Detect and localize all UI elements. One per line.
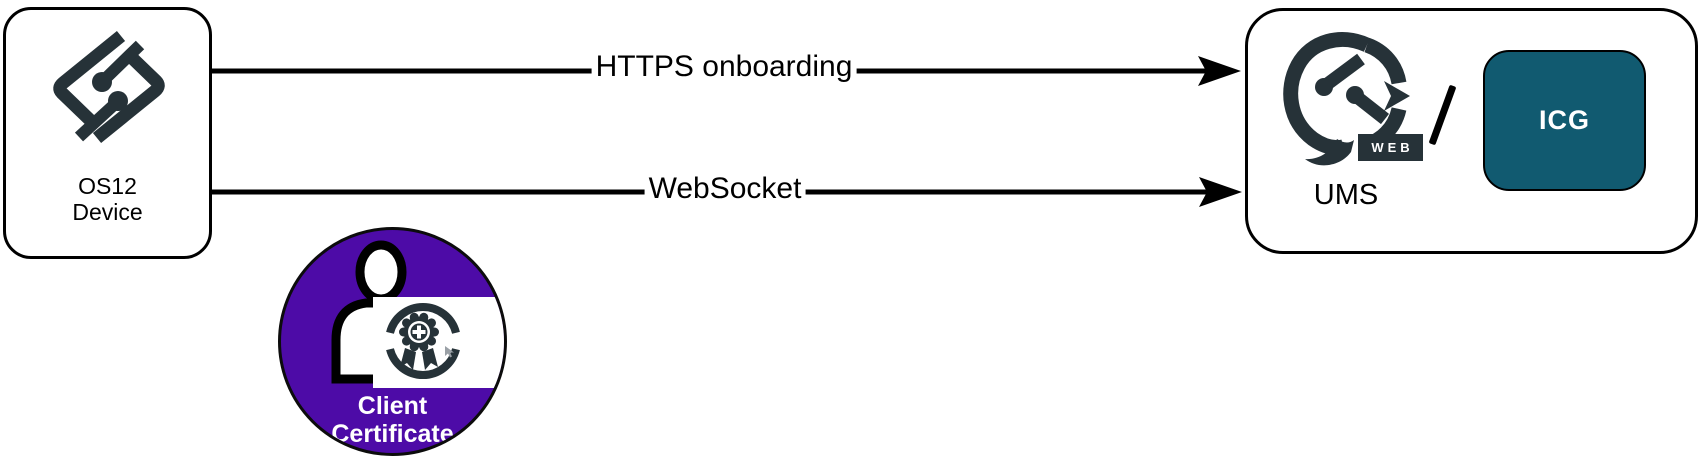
device-box: OS12 Device (3, 7, 212, 259)
igel-os-logo-icon (53, 30, 165, 144)
client-certificate-label-line1: Client (357, 392, 428, 420)
https-arrow-label: HTTPS onboarding (591, 50, 857, 84)
icg-box: ICG (1483, 50, 1646, 191)
client-certificate-label-line2: Certificate (331, 420, 454, 448)
device-label-line2: Device (72, 199, 143, 225)
ums-box: WEB ICG UMS (1245, 8, 1698, 254)
client-certificate-badge: Client Certificate (278, 227, 507, 456)
device-label-line1: OS12 (78, 173, 137, 199)
web-badge: WEB (1358, 134, 1423, 161)
websocket-arrowhead-icon (1199, 177, 1242, 207)
ums-label: UMS (1313, 179, 1379, 211)
https-arrowhead-icon (1198, 56, 1241, 86)
person-certificate-icon (331, 240, 504, 388)
icg-label: ICG (1538, 105, 1590, 135)
websocket-arrow-label: WebSocket (644, 172, 806, 206)
